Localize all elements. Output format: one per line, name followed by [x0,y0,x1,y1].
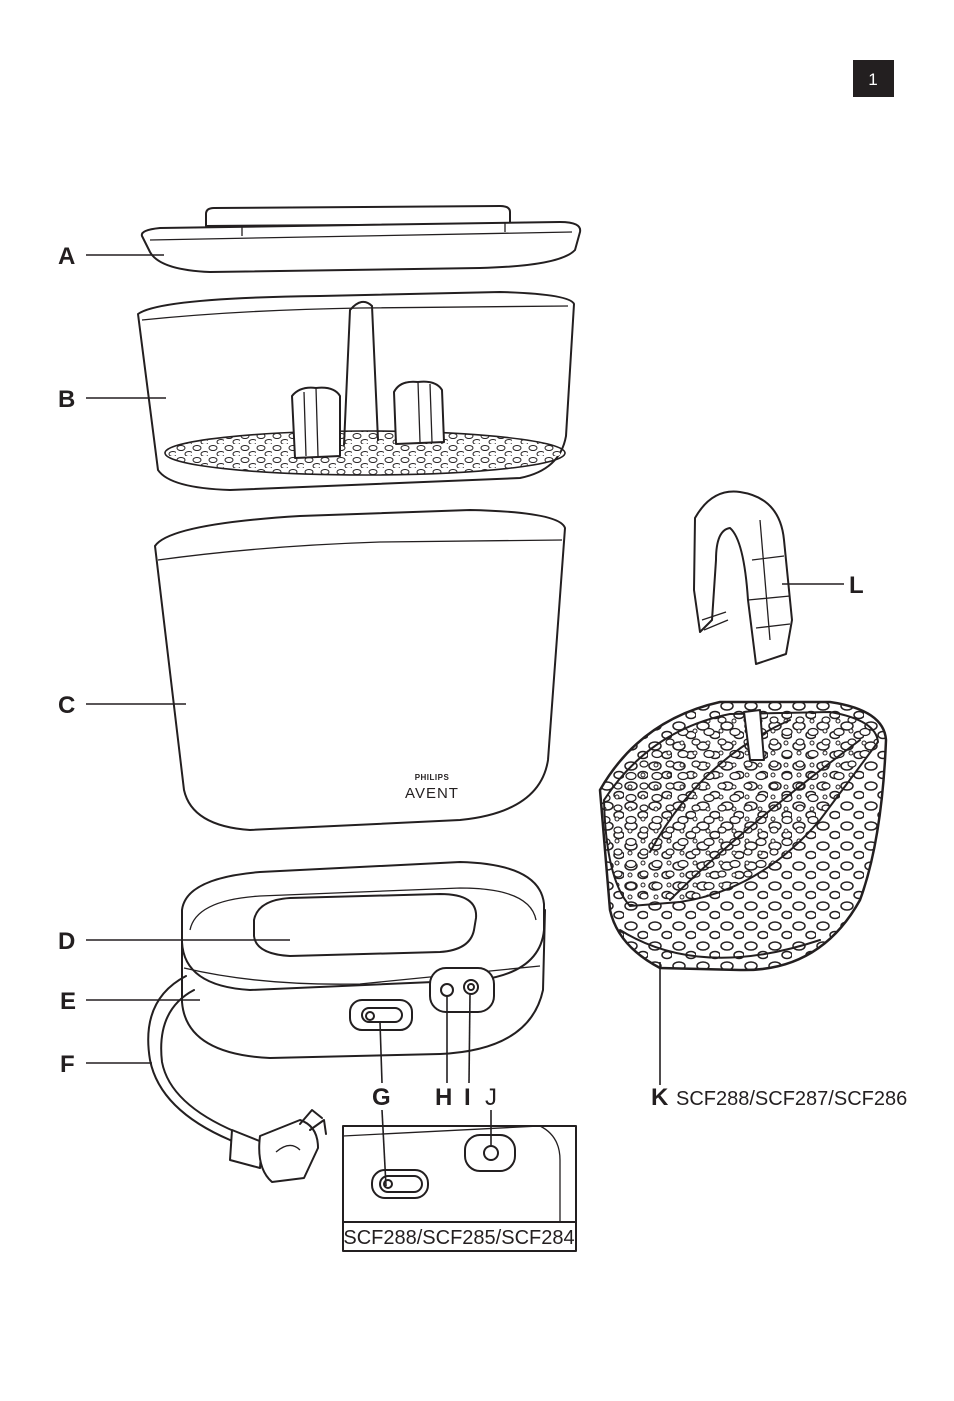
brand-philips: PHILIPS [415,773,450,782]
part-d-e-base [181,861,546,1059]
inset-panel: SCF288/SCF285/SCF284 [342,1125,577,1252]
page-number: 1 [868,70,877,89]
callout-k: K [651,1084,669,1111]
k-model-label: SCF288/SCF287/SCF286 [676,1088,907,1110]
callout-b: B [58,386,75,413]
callout-d: D [58,928,75,955]
callout-a: A [58,243,75,270]
part-l-tongs [693,490,793,665]
callout-e: E [60,988,76,1015]
brand-avent: AVENT [405,785,459,802]
callout-f: F [60,1051,75,1078]
callout-h: H [435,1084,452,1111]
part-f-cord [147,975,327,1183]
page-number-box: 1 [853,60,894,97]
callout-l: L [849,572,864,599]
callout-c: C [58,692,75,719]
leader-lines [86,254,844,1187]
part-k-basket [598,700,888,972]
callout-i: I [464,1084,471,1111]
part-a-lid [140,205,582,273]
part-b-rack [137,291,575,491]
callout-labels: A B C D E F G H I J K SCF288/SCF287/SCF2… [58,243,907,1111]
callout-g: G [372,1084,391,1111]
inset-model-label: SCF288/SCF285/SCF284 [343,1227,574,1249]
part-c-body: PHILIPS AVENT [154,509,566,831]
callout-j: J [485,1084,497,1111]
